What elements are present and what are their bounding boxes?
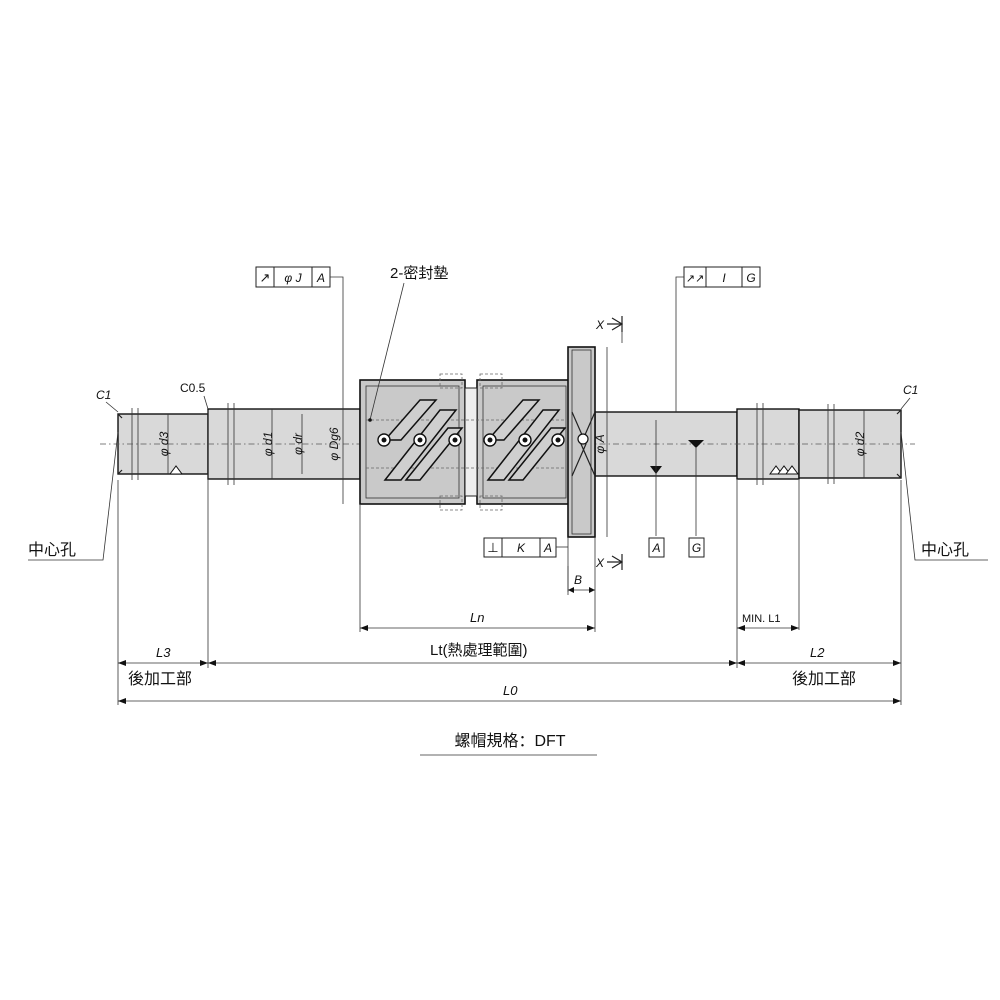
datum-a-label: A	[651, 541, 660, 555]
tolerance-frame-runout: ↗ φ J A	[255, 266, 344, 380]
dimension-l2: L2	[810, 645, 825, 660]
runout-datum-a: A	[316, 271, 325, 285]
dimension-l3: L3	[156, 645, 171, 660]
parallel-datum-g: G	[746, 271, 755, 285]
parallel-symbol-icon: ↗↗	[686, 273, 704, 285]
dimension-lt: Lt(熱處理範圍)	[430, 641, 528, 659]
runout-symbol-icon: ↗	[260, 270, 271, 285]
diameter-a-label: φ A	[593, 434, 607, 453]
seal-label: 2-密封墊	[390, 265, 448, 282]
chamfer-c05: C0.5	[180, 381, 206, 395]
screw-shaft	[100, 403, 915, 485]
dimension-lines: B Ln MIN. L1 L3 Lt(熱處理範圍) L2 後加工部 後加工部 L…	[118, 566, 901, 704]
rear-process-right-label: 後加工部	[792, 670, 856, 688]
diameter-callouts: φ d3 φ d1 φ dr φ Dg6 φ A φ d2	[157, 347, 867, 537]
caption: 螺帽規格：DFT	[420, 732, 597, 756]
chamfer-labels: C1 C0.5 C1	[96, 381, 918, 413]
datum-symbols: A G	[169, 420, 799, 558]
nut-spec-caption: 螺帽規格：DFT	[454, 732, 565, 750]
dimension-b: B	[574, 573, 582, 587]
perpendicular-datum-a: A	[543, 541, 552, 555]
diameter-dr-label: φ dr	[291, 432, 305, 455]
seal-callout: 2-密封墊	[368, 265, 448, 422]
center-hole-left-label: 中心孔	[28, 541, 76, 559]
diameter-d2-label: φ d2	[853, 431, 867, 456]
datum-g-label: G	[692, 541, 701, 555]
perpendicular-tolerance-k: K	[517, 541, 526, 555]
rear-process-left-label: 後加工部	[128, 670, 192, 688]
section-mark-top: X	[595, 318, 605, 332]
runout-tolerance-j: φ J	[284, 271, 302, 285]
tolerance-frame-parallel: ↗↗ I G	[675, 266, 761, 412]
chamfer-c1-right: C1	[903, 383, 918, 397]
parallel-tolerance-i: I	[722, 271, 726, 285]
dimension-ln: Ln	[470, 610, 484, 625]
section-mark-bottom: X	[595, 556, 605, 570]
section-marks: X X	[595, 316, 624, 570]
ball-nut	[359, 346, 596, 538]
chamfer-c1-left: C1	[96, 388, 111, 402]
diameter-dg6-label: φ Dg6	[327, 427, 341, 461]
center-hole-callouts: 中心孔 中心孔	[28, 431, 988, 561]
center-hole-right-label: 中心孔	[921, 541, 969, 559]
perpendicular-symbol-icon: ⊥	[487, 540, 498, 555]
dimension-l1: MIN. L1	[742, 613, 781, 625]
diameter-d3-label: φ d3	[157, 431, 171, 456]
diameter-d1-label: φ d1	[261, 432, 275, 457]
dimension-l0: L0	[503, 683, 518, 698]
extension-lines	[117, 410, 902, 705]
tolerance-frame-perpendicular: ⊥ K A	[483, 537, 568, 558]
